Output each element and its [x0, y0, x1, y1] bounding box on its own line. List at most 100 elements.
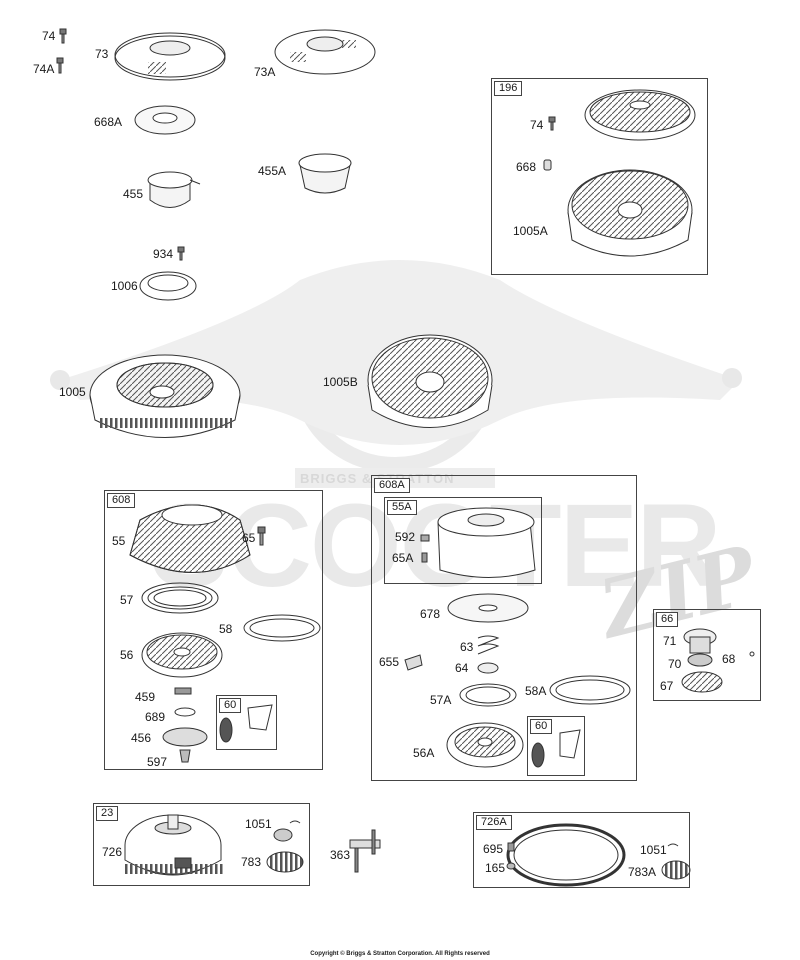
callout-73: 73 [95, 47, 109, 61]
callout-63: 63 [460, 640, 474, 654]
callout-68: 68 [722, 652, 736, 666]
callout-1051: 1051 [245, 817, 272, 831]
copyright-notice: Copyright © Briggs & Stratton Corporatio… [310, 951, 490, 957]
callout-363: 363 [330, 848, 351, 862]
ring-689-part [174, 707, 196, 717]
group-60b-box: 60 [527, 716, 585, 776]
screw-65-part [257, 526, 266, 546]
callout-459: 459 [135, 690, 156, 704]
group-66-box: 66 [653, 609, 761, 701]
group-tag: 23 [96, 806, 119, 821]
callout-1005: 1005 [59, 385, 86, 399]
callout-71: 71 [663, 634, 677, 648]
callout-655: 655 [379, 655, 400, 669]
group-55a-box: 55A [384, 497, 542, 584]
group-196-box: 196 [491, 78, 708, 275]
callout-165: 165 [485, 861, 506, 875]
screw-934-part [177, 246, 185, 261]
rope-58a-part [549, 675, 631, 705]
plate-678-part [447, 593, 529, 623]
clip-655-part [404, 654, 423, 671]
callout-726: 726 [102, 845, 123, 859]
gear-71-part [683, 628, 717, 654]
flywheel-726-part [124, 814, 225, 876]
handle-60b-part [531, 729, 581, 768]
spring-57a-part [459, 683, 517, 707]
callout-58: 58 [219, 622, 233, 636]
fan-1005a-part [567, 169, 693, 257]
dog-459-part [174, 687, 192, 695]
callout-57a: 57A [430, 693, 452, 707]
group-tag: 60 [530, 719, 553, 734]
callout-56: 56 [120, 648, 134, 662]
callout-196-668: 668 [516, 160, 537, 174]
bushing-64-part [477, 662, 499, 674]
callout-55: 55 [112, 534, 126, 548]
fan-cover-196-part [584, 89, 696, 141]
callout-455a: 455A [258, 164, 287, 178]
fan-1005b-part [367, 334, 493, 428]
spring-57-part [141, 582, 219, 614]
screw-65a-part [421, 552, 428, 563]
screw-196-74-part [548, 116, 556, 131]
callout-57: 57 [120, 593, 134, 607]
group-tag: 66 [656, 612, 679, 627]
callout-1006: 1006 [111, 279, 138, 293]
callout-455: 455 [123, 187, 144, 201]
starter-cup-55-part [129, 504, 251, 573]
screw-74-part [59, 28, 67, 44]
callout-678: 678 [420, 607, 441, 621]
cup-67-part [681, 671, 723, 693]
ball-68-part [749, 651, 755, 657]
handle-60a-part [219, 704, 273, 743]
cup-455-part [147, 171, 201, 208]
callout-456: 456 [131, 731, 152, 745]
callout-1005b: 1005B [323, 375, 358, 389]
cup-455a-part [298, 153, 352, 194]
group-60a-box: 60 [216, 695, 277, 750]
group-tag: 60 [219, 698, 242, 713]
blower-cover-73a-part [274, 29, 376, 75]
nut-1051-part [273, 828, 293, 842]
callout-783a: 783A [628, 865, 657, 879]
screw-695-part [507, 842, 515, 852]
callout-73a: 73A [254, 65, 276, 79]
ring-1006-part [139, 271, 197, 301]
callout-65a: 65A [392, 551, 414, 565]
ring-gear-726a-part [506, 823, 626, 887]
group-tag: 608 [107, 493, 136, 508]
pulley-56-part [141, 632, 223, 678]
group-tag: 608A [374, 478, 410, 493]
group-726a-box: 726A [473, 812, 690, 888]
nut-592-part [420, 534, 430, 542]
rope-58-part [243, 614, 321, 642]
callout-689: 689 [145, 710, 166, 724]
callout-58a: 58A [525, 684, 547, 698]
retainer-456-part [162, 727, 208, 747]
callout-695: 695 [483, 842, 504, 856]
callout-196-74: 74 [530, 118, 544, 132]
plate-668a-part [134, 105, 196, 135]
group-tag: 726A [476, 815, 512, 830]
callout-934: 934 [153, 247, 174, 261]
screw-74a-part [56, 57, 64, 74]
group-tag: 196 [494, 81, 523, 96]
blower-cover-73-part [114, 32, 226, 81]
callout-67: 67 [660, 679, 674, 693]
group-tag: 55A [387, 500, 417, 515]
callout-597: 597 [147, 755, 168, 769]
callout-64: 64 [455, 661, 469, 675]
group-608-box: 608 [104, 490, 323, 770]
key-196-668-part [543, 159, 552, 171]
callout-74a: 74A [33, 62, 55, 76]
callout-70: 70 [668, 657, 682, 671]
fan-1005-part [89, 354, 241, 438]
callout-592: 592 [395, 530, 416, 544]
spring-597-part [179, 749, 191, 763]
group-608a-box: 608A [371, 475, 637, 781]
callout-65: 65 [242, 531, 256, 545]
clip-726a-1051-part [667, 843, 679, 847]
callout-783: 783 [241, 855, 262, 869]
